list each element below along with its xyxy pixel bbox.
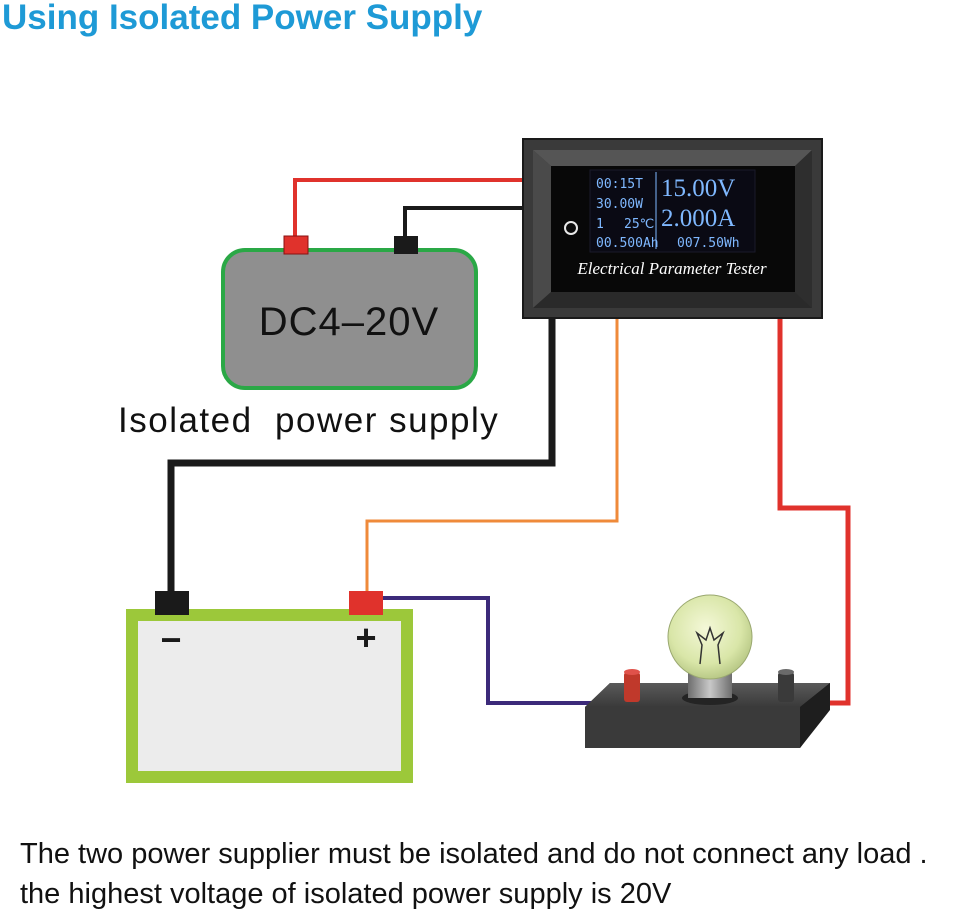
orange-wire-battery-positive xyxy=(365,318,619,595)
meter-time: 00:15T xyxy=(596,177,643,192)
light-bulb-load xyxy=(585,594,830,748)
note-line: The two power supplier must be isolated … xyxy=(20,838,928,870)
meter-button[interactable] xyxy=(564,221,578,235)
meter-temperature: 25℃ xyxy=(624,217,654,232)
red-wire-supply-positive xyxy=(293,178,522,245)
meter-current: 2.000A xyxy=(661,205,735,232)
meter-power: 30.00W xyxy=(596,197,643,212)
bulb-filament xyxy=(695,625,725,665)
battery-negative-symbol: − xyxy=(160,619,181,660)
red-wire-load-return xyxy=(777,318,851,706)
purple-wire-load xyxy=(383,596,628,705)
battery-positive-symbol: + xyxy=(355,617,376,658)
isolated-power-supply: DC4–20V xyxy=(221,235,478,390)
meter-channel: 1 xyxy=(596,217,604,232)
black-wire-supply-negative xyxy=(403,206,522,245)
note-text: The two power supplier must be isolated … xyxy=(20,834,928,914)
meter-capacity: 00.500Ah xyxy=(596,236,659,251)
meter-energy: 007.50Wh xyxy=(677,236,740,251)
meter-voltage: 15.00V xyxy=(661,175,735,202)
bulb-glass xyxy=(667,594,753,680)
meter-name: Electrical Parameter Tester xyxy=(576,259,767,278)
battery: − + xyxy=(126,591,413,783)
meter-panel: 00:15T 30.00W 1 25℃ 00.500Ah 15.00V 2.00… xyxy=(522,138,823,319)
supply-caption: Isolated power supply xyxy=(118,401,499,440)
supply-voltage-label: DC4–20V xyxy=(259,300,439,344)
black-wire-battery-negative xyxy=(167,318,556,595)
note-line: the highest voltage of isolated power su… xyxy=(20,878,672,910)
page-title: Using Isolated Power Supply xyxy=(2,0,483,37)
